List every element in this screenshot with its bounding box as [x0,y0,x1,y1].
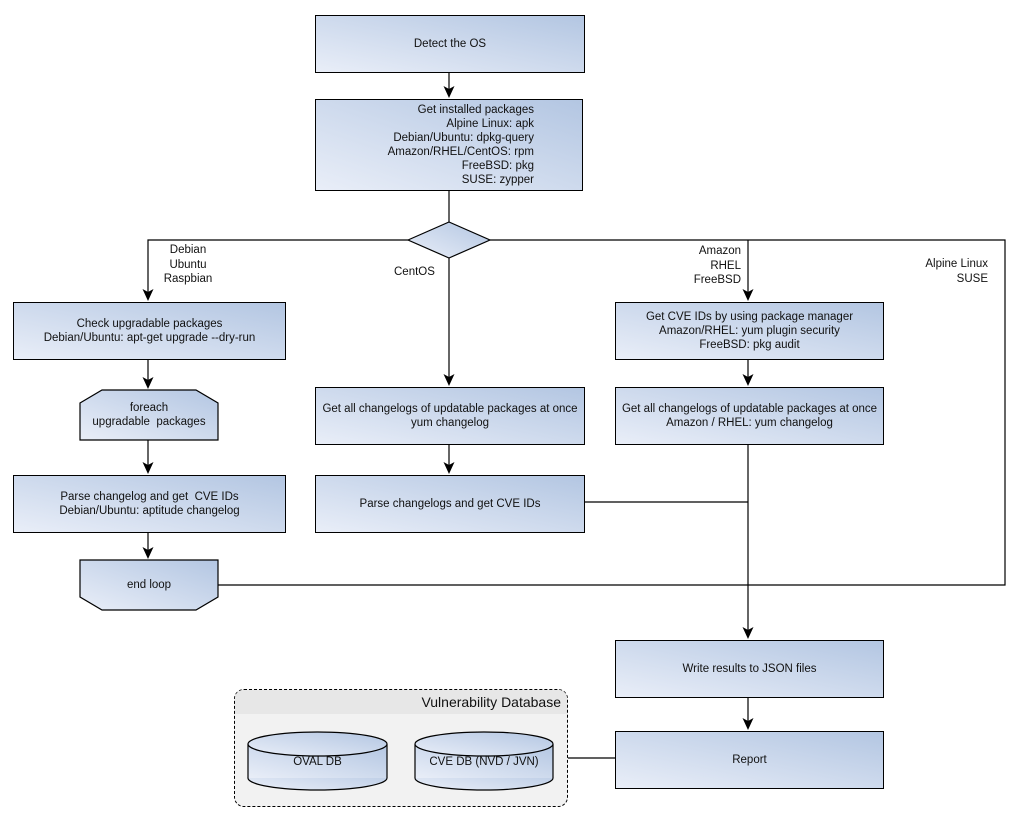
branch-label-amazon: Amazon RHEL FreeBSD [693,245,741,286]
node-parse-changelog-debian: Parse changelog and get CVE IDs Debian/U… [13,475,286,533]
node-end-loop: end loop [80,560,218,610]
vulnerability-database-title: Vulnerability Database [421,694,561,710]
node-foreach-loop-label: foreach upgradable packages [92,402,206,428]
node-write-results: Write results to JSON files [615,640,884,698]
vulnerability-database-header: Vulnerability Database [235,690,567,714]
node-detect-os: Detect the OS [315,15,585,73]
node-parse-changelog-debian-label: Parse changelog and get CVE IDs Debian/U… [59,491,240,517]
node-get-installed-packages-label: Get installed packages Alpine Linux: apk… [387,104,534,186]
node-foreach-loop: foreach upgradable packages [80,390,218,440]
node-parse-changelogs-centos: Parse changelogs and get CVE IDs [315,475,585,533]
node-get-installed-packages: Get installed packages Alpine Linux: apk… [315,99,583,191]
node-get-changelogs-centos: Get all changelogs of updatable packages… [315,387,585,445]
node-get-changelogs-centos-label: Get all changelogs of updatable packages… [322,403,578,429]
os-decision-diamond [406,221,492,259]
node-report-label: Report [732,754,767,766]
branch-label-centos: CentOS [394,266,435,278]
branch-label-alpine: Alpine Linux SUSE [925,258,988,285]
vulnerability-database-panel: Vulnerability Database [234,689,568,807]
node-check-upgradable-label: Check upgradable packages Debian/Ubuntu:… [43,318,256,344]
node-get-cve-ids-pkg-manager-label: Get CVE IDs by using package manager Ama… [645,311,854,351]
node-end-loop-label: end loop [126,579,172,591]
node-check-upgradable: Check upgradable packages Debian/Ubuntu:… [13,302,286,360]
node-parse-changelogs-centos-label: Parse changelogs and get CVE IDs [359,498,541,510]
node-get-cve-ids-pkg-manager: Get CVE IDs by using package manager Ama… [615,302,884,360]
oval-db-label: OVAL DB [293,756,342,768]
branch-label-debian: Debian Ubuntu Raspbian [163,244,213,285]
node-get-changelogs-amazon: Get all changelogs of updatable packages… [615,387,884,445]
node-detect-os-label: Detect the OS [413,38,487,50]
cve-db-label: CVE DB (NVD / JVN) [429,756,539,768]
node-report: Report [615,731,884,789]
node-write-results-label: Write results to JSON files [682,663,817,675]
node-get-changelogs-amazon-label: Get all changelogs of updatable packages… [621,403,878,429]
